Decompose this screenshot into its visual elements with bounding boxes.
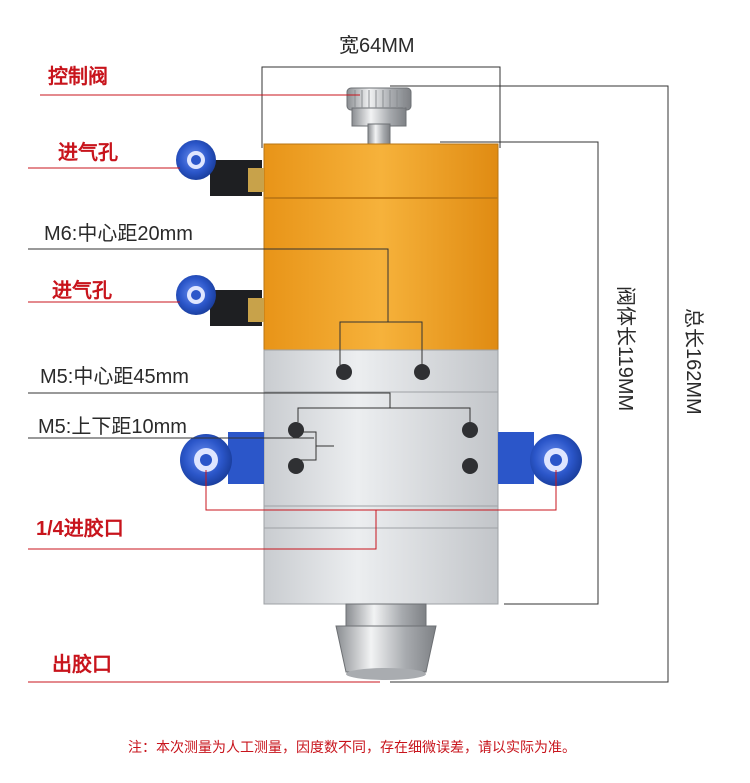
aluminum-valve-body <box>263 349 499 605</box>
total-length-label: 总长162MM <box>682 308 704 415</box>
m5-screw-holes <box>288 422 478 474</box>
glue-inlet-label: 1/4进胶口 <box>36 518 124 540</box>
air-inlet-label-2: 进气孔 <box>52 280 112 302</box>
glue-fitting-left <box>180 432 264 486</box>
air-fitting-bottom <box>176 275 264 326</box>
air-fitting-top <box>176 140 264 196</box>
glue-fitting-right <box>498 432 582 486</box>
glue-outlet-label: 出胶口 <box>52 654 112 676</box>
air-inlet-label-1: 进气孔 <box>58 142 118 164</box>
outlet-nozzle <box>335 603 437 680</box>
leader-lines <box>28 94 557 683</box>
m6-screw-holes <box>336 364 430 380</box>
measurement-note: 注：本次测量为人工测量，因度数不同，存在细微误差，请以实际为准。 <box>128 739 576 755</box>
body-length-label: 阀体长119MM <box>614 286 636 412</box>
m5-spacing-label: M5:中心距45mm <box>40 366 189 388</box>
control-knob <box>346 87 412 147</box>
m6-spacing-label: M6:中心距20mm <box>44 223 193 245</box>
width-label: 宽64MM <box>339 35 415 57</box>
control-valve-label: 控制阀 <box>48 66 108 88</box>
orange-cylinder-block <box>263 143 499 351</box>
m5-vertical-label: M5:上下距10mm <box>38 416 187 438</box>
dimension-lines <box>28 66 669 683</box>
